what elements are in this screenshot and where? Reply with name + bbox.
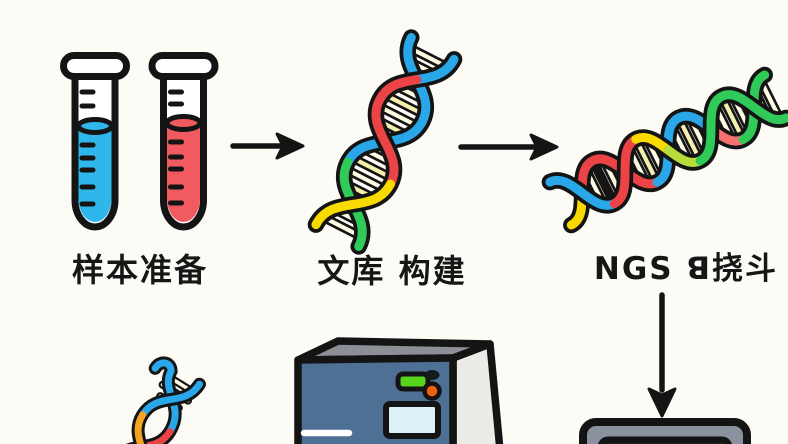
tube-liquid-surface bbox=[164, 114, 203, 132]
machine-power-button bbox=[422, 381, 442, 401]
tube-liquid bbox=[167, 123, 200, 222]
flow-arrow-down bbox=[647, 292, 677, 418]
tube-liquid bbox=[78, 126, 112, 222]
dna-helix-library-icon bbox=[307, 29, 463, 255]
dna-helix-partial-icon bbox=[106, 356, 206, 444]
flow-arrow-right-2 bbox=[458, 133, 559, 161]
test-tube-blue bbox=[60, 52, 130, 231]
tube-rim bbox=[148, 52, 219, 80]
step-label-library-construction: 文库 构建 bbox=[317, 252, 466, 290]
machine-vent-dot bbox=[424, 370, 440, 380]
flow-arrow-right-1 bbox=[230, 132, 305, 160]
sequencer-machine-icon bbox=[294, 337, 504, 444]
tube-liquid-surface bbox=[76, 117, 114, 135]
step-label-ngs-sequencing: NGS ꓭ挠斗 bbox=[594, 251, 778, 287]
tube-graduation-marks bbox=[79, 89, 96, 207]
test-tube-red bbox=[148, 52, 219, 231]
step-label-sample-prep: 样本准备 bbox=[72, 251, 208, 289]
machine-led bbox=[395, 371, 431, 392]
dna-helix-ngs-icon bbox=[541, 66, 788, 234]
monitor-icon bbox=[579, 418, 751, 444]
monitor-screen bbox=[597, 436, 733, 444]
tube-rim bbox=[60, 52, 130, 80]
machine-screen bbox=[383, 401, 441, 439]
test-tubes-icon bbox=[60, 52, 219, 231]
tube-graduation-marks bbox=[168, 89, 184, 206]
